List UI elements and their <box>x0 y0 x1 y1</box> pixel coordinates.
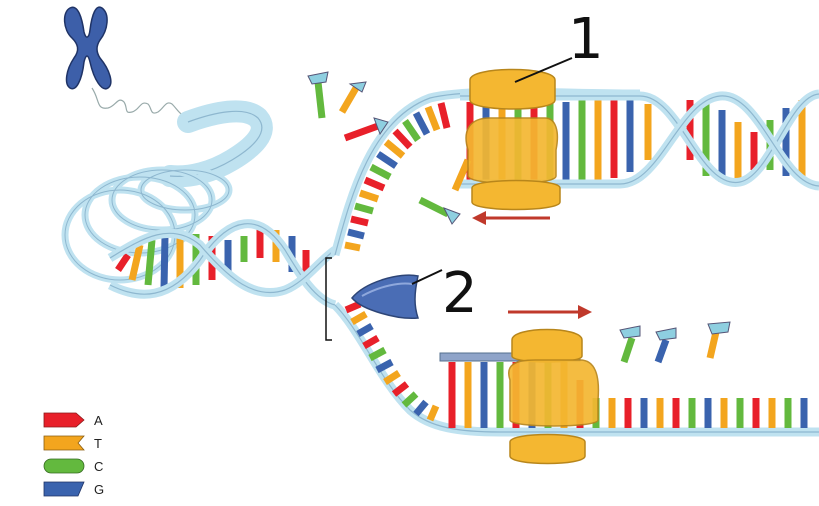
lagging-nucleotides <box>418 158 472 225</box>
dna-polymerase-lower-icon <box>508 328 600 465</box>
svg-text:G: G <box>94 482 104 497</box>
replication-fork-bracket <box>325 257 332 341</box>
dna-polymerase-icon <box>465 68 561 211</box>
lower-template-rungs <box>344 300 440 422</box>
legend-item-g: G <box>43 481 104 497</box>
free-nucleotides-top <box>307 71 389 142</box>
legend-item-c: C <box>43 458 103 474</box>
legend-item-a: A <box>43 412 103 428</box>
chromatin-thread <box>91 87 191 119</box>
lower-daughter-rungs <box>448 362 808 428</box>
callout-2: 2 <box>442 261 478 326</box>
callout-2-leader <box>411 269 443 285</box>
svg-text:C: C <box>94 459 103 474</box>
callout-1: 1 <box>568 7 604 72</box>
free-nucleotides-right <box>619 321 731 364</box>
parent-strand-b <box>107 228 338 298</box>
svg-text:A: A <box>94 413 103 428</box>
lagging-strand-direction-arrow <box>472 211 550 225</box>
leading-strand-direction-arrow <box>508 305 592 319</box>
chromosome-icon <box>63 6 112 90</box>
callout-1-leader <box>514 57 573 83</box>
upper-template-rungs <box>344 102 451 252</box>
legend: A T C G <box>43 412 104 497</box>
helicase-icon <box>351 274 420 319</box>
legend-item-t: T <box>43 435 102 451</box>
svg-text:T: T <box>94 436 102 451</box>
